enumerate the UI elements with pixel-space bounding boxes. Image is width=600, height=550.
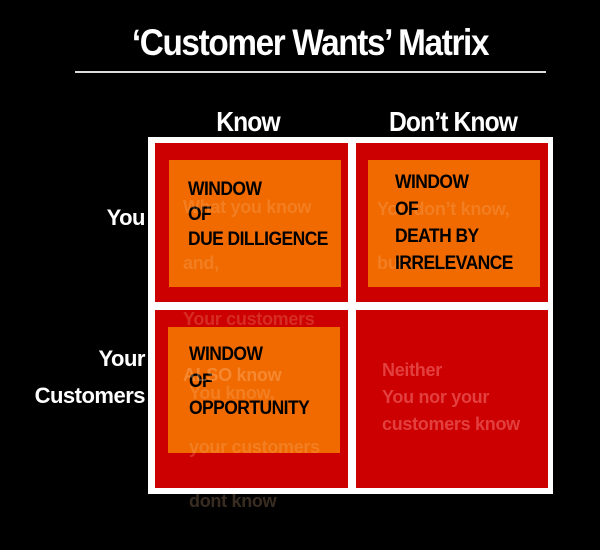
row-header-customers: Customers — [34, 383, 146, 408]
text-line: DEATH BY — [395, 226, 479, 247]
text-line: WINDOW — [188, 179, 262, 200]
title-underline — [75, 71, 546, 73]
window-label: WINDOW OF DUE DILLIGENCE — [188, 177, 328, 252]
quadrant-background-text: What you know and, Your customers ALSO k… — [183, 165, 315, 417]
text-line: OF — [189, 371, 213, 392]
quadrant-background-text: You know, your customers dont know — [189, 353, 320, 542]
text-line: DUE DILLIGENCE — [188, 229, 328, 250]
text-line: dont know — [189, 491, 277, 511]
text-line: Neither — [382, 360, 442, 380]
window-due-diligence — [169, 160, 341, 287]
column-header-dont-know: Don’t Know — [388, 106, 518, 137]
text-line: You don’t know, — [377, 199, 510, 219]
text-line: and, — [183, 253, 219, 273]
text-line: but — [377, 253, 405, 273]
text-line: customers know — [382, 414, 520, 434]
text-line: OF — [395, 199, 419, 220]
window-death-by-irrelevance — [368, 160, 540, 287]
row-header-you: You — [106, 205, 146, 230]
text-line: WINDOW — [189, 344, 263, 365]
column-header-know: Know — [216, 106, 280, 137]
text-line: your customers — [189, 437, 320, 457]
text-line: What you know — [183, 197, 312, 217]
window-label: WINDOW OF DEATH BY IRRELEVANCE — [395, 169, 513, 277]
text-line: OPPORTUNITY — [189, 398, 310, 419]
text-line: You nor your — [382, 387, 490, 407]
text-line: IRRELEVANCE — [395, 253, 513, 274]
quadrant-text: Neither You nor your customers know — [382, 357, 520, 438]
text-line: ALSO know — [183, 365, 282, 385]
quadrant-dont-know-customers — [356, 310, 548, 488]
window-label: WINDOW OF OPPORTUNITY — [189, 341, 310, 422]
text-line: You know, — [189, 383, 275, 403]
page-title: ‘Customer Wants’ Matrix — [131, 22, 490, 63]
row-header-your: Your — [98, 346, 146, 371]
text-line: Your customers — [183, 309, 315, 329]
text-line: OF — [188, 204, 212, 225]
text-line: WINDOW — [395, 172, 469, 193]
window-opportunity — [168, 327, 340, 453]
